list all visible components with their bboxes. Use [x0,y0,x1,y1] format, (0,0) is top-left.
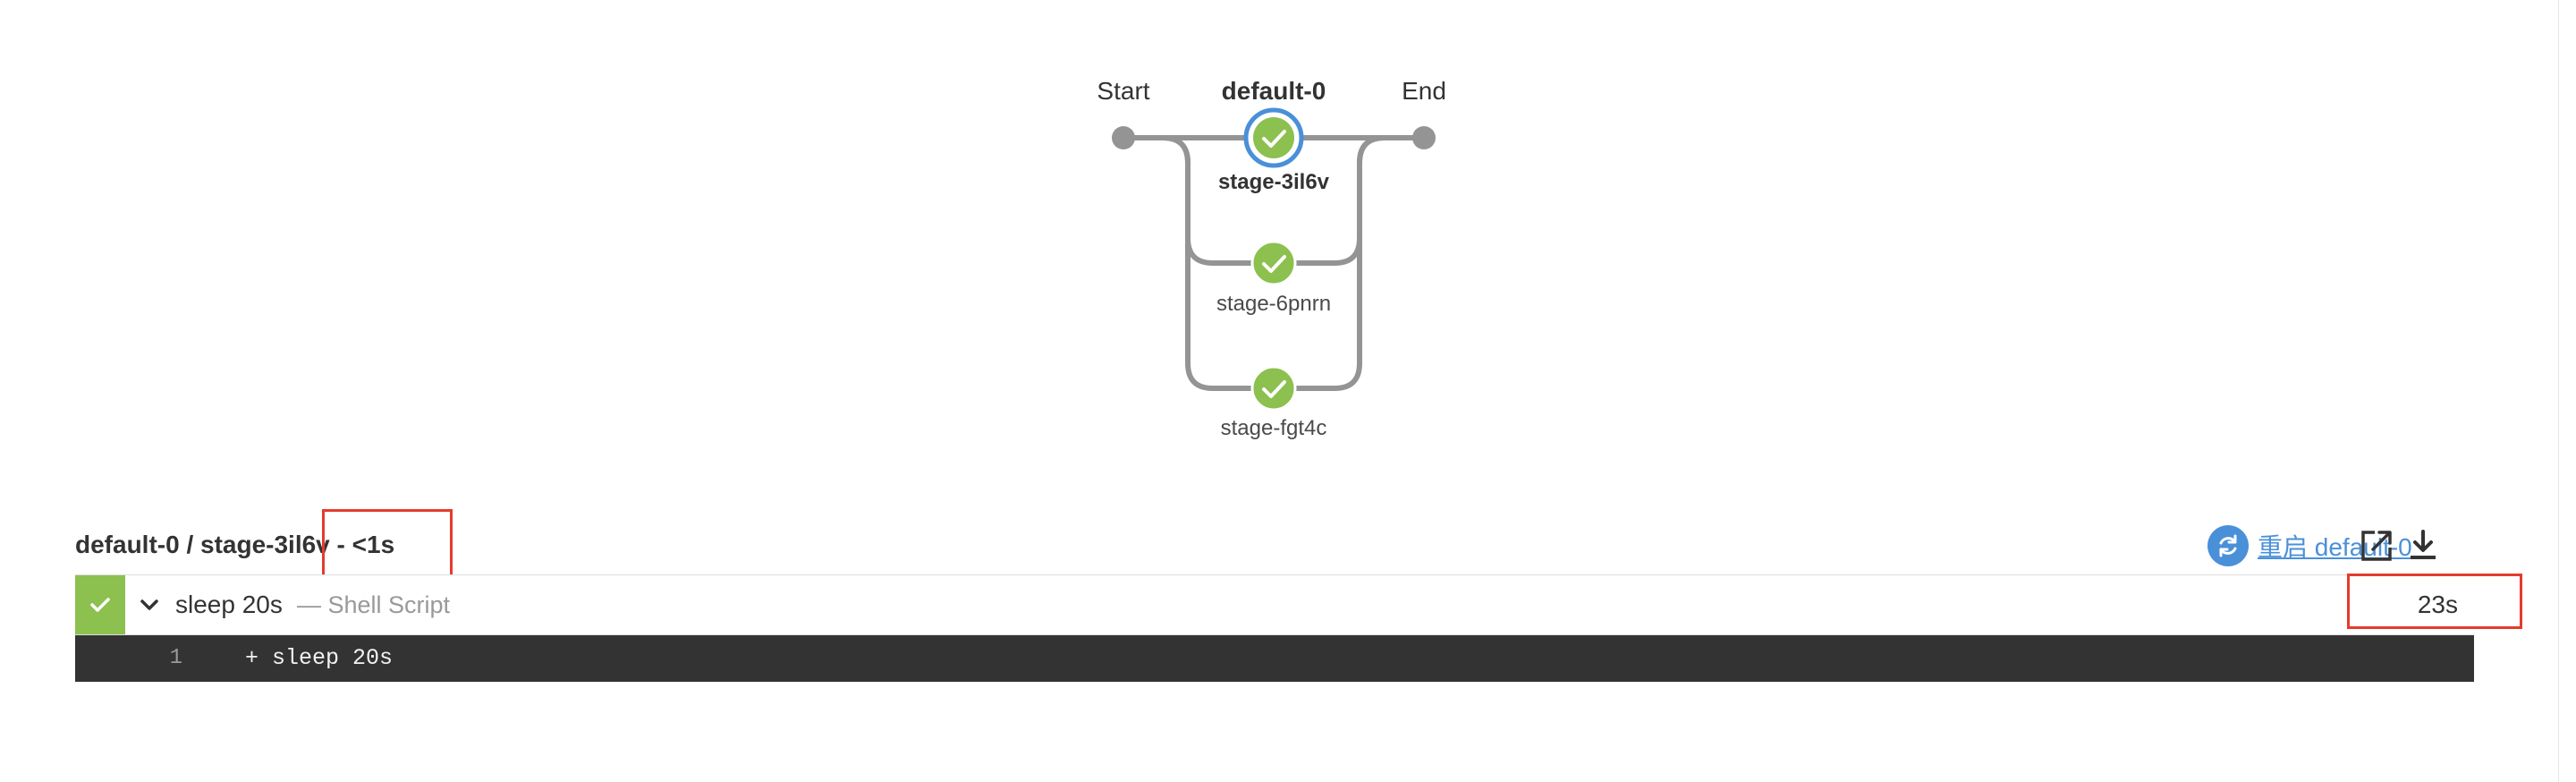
step-row[interactable]: sleep 20s — Shell Script 23s [75,574,2474,635]
chevron-down-icon[interactable] [136,591,163,618]
scrollbar[interactable] [2558,0,2576,782]
open-external-icon[interactable] [2354,523,2399,568]
highlight-box-step-duration [2347,574,2522,629]
stage-duration: - <1s [336,531,395,558]
stage-label-3[interactable]: stage-fgt4c [1220,416,1327,440]
start-node [1112,126,1135,149]
stage-1-check-icon [1262,130,1286,148]
end-label: End [1402,77,1446,105]
console-line-text: + sleep 20s [245,645,394,671]
stage-3-node [1250,365,1297,412]
console-line-number[interactable]: 1 [169,646,182,670]
download-icon[interactable] [2401,523,2445,568]
console-output: 1 + sleep 20s [75,635,2474,682]
end-node [1412,126,1436,149]
parallel-group-label: default-0 [1221,77,1326,105]
stage-2-check-icon [1262,255,1286,273]
pipeline-graph: Start default-0 End stage-3il6v stage-6p… [1097,77,1446,440]
highlight-box-duration [322,509,453,577]
step-success-icon [75,575,125,634]
pipeline-graph-lines [1112,107,1436,412]
step-duration: 23s [2417,591,2458,618]
stage-2-node [1250,240,1297,286]
stage-label-2[interactable]: stage-6pnrn [1216,292,1332,316]
start-label: Start [1097,77,1150,105]
refresh-icon[interactable] [2207,525,2249,566]
log-header: default-0 / stage-3il6v - <1s 重启 default… [75,509,2472,577]
stage-label-1[interactable]: stage-3il6v [1217,170,1330,194]
step-type: — Shell Script [297,591,451,618]
stage-1-node [1253,117,1294,158]
breadcrumb-path: default-0 / stage-3il6v [75,531,330,558]
stage-3-check-icon [1262,380,1286,398]
breadcrumb: default-0 / stage-3il6v - <1s [75,525,394,565]
step-name[interactable]: sleep 20s [175,591,283,618]
